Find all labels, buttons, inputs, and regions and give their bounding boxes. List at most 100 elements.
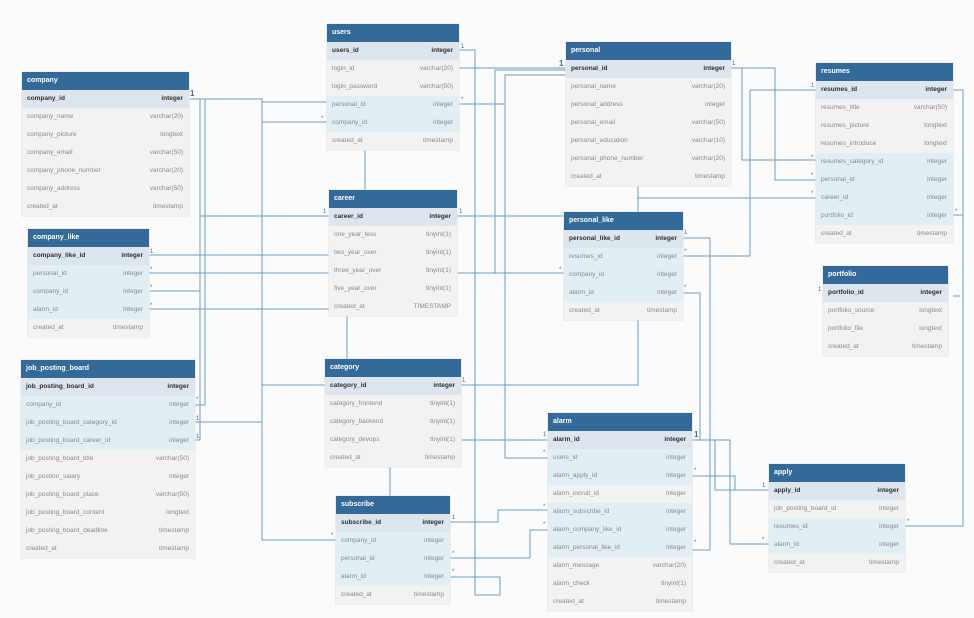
table-header[interactable]: personal xyxy=(566,42,731,60)
table-header[interactable]: apply xyxy=(769,464,905,482)
table-header[interactable]: company xyxy=(22,72,189,90)
table-header[interactable]: company_like xyxy=(28,229,149,247)
table-header[interactable]: portfolio xyxy=(823,266,948,284)
table-header[interactable]: alarm xyxy=(548,413,692,431)
table-header[interactable]: category xyxy=(325,359,461,377)
table-header[interactable]: users xyxy=(327,24,459,42)
table-header[interactable]: job_posting_board xyxy=(21,360,195,378)
table-header[interactable]: career xyxy=(329,190,457,208)
table-header[interactable]: personal_like xyxy=(564,212,683,230)
table-header[interactable]: subscribe xyxy=(336,496,450,514)
